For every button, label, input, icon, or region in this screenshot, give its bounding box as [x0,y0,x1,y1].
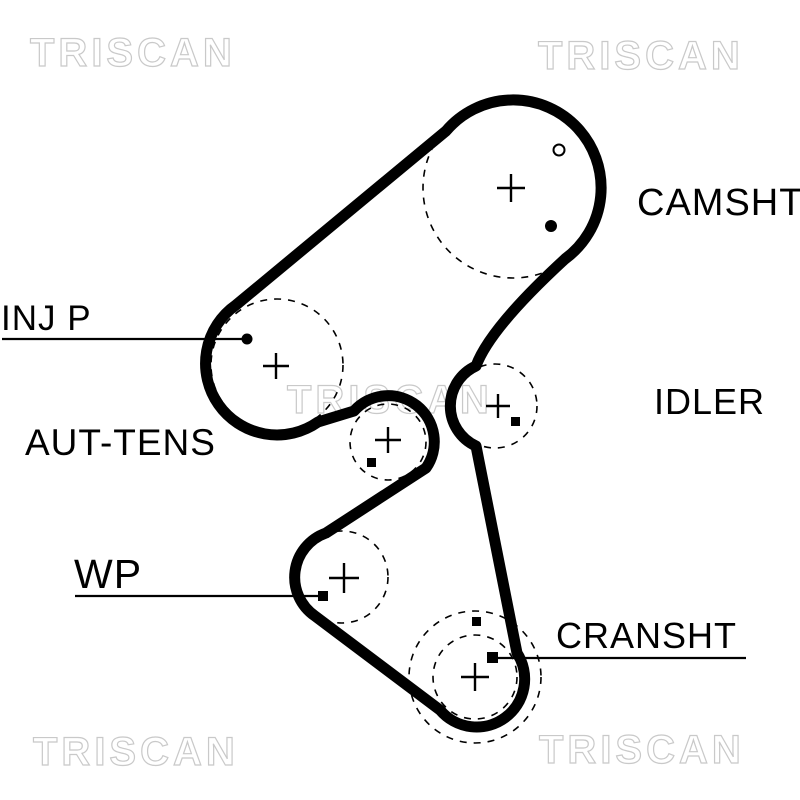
camshaft-timing-hole-marker [552,143,566,157]
water-pump-label: WP [74,551,142,597]
crankshaft-leader-dot [487,652,498,663]
water-pump-center-mark [329,563,359,593]
watermark-top-right: TRISCAN [538,34,744,78]
crankshaft-pulley-outer-circle [408,610,542,744]
camshaft-center-mark [497,174,525,202]
timing-belt-path [200,94,607,733]
camshaft-label: CAMSHT [637,182,800,224]
tensioner-center-mark [375,427,401,453]
idler-timing-dot [511,417,520,426]
crankshaft-center-mark [461,663,489,691]
watermark-top-left: TRISCAN [30,31,236,75]
crankshaft-timing-dot [472,617,481,626]
tensioner-label: AUT-TENS [25,422,216,463]
crankshaft-label: CRANSHT [556,615,737,656]
idler-label: IDLER [654,381,765,422]
injection-pump-leader-dot [241,333,253,345]
tensioner-timing-dot [367,458,376,467]
tensioner-pulley-circle [349,403,427,481]
watermark-bottom-left: TRISCAN [33,730,239,774]
idler-center-mark [486,394,510,418]
water-pump-leader-dot [318,591,328,601]
injection-pump-label: INJ P [1,299,92,338]
camshaft-timing-dot [545,220,557,232]
injection-pump-center-mark [263,353,289,379]
watermark-bottom-right: TRISCAN [539,728,745,772]
crankshaft-pulley-inner-circle [432,634,518,720]
